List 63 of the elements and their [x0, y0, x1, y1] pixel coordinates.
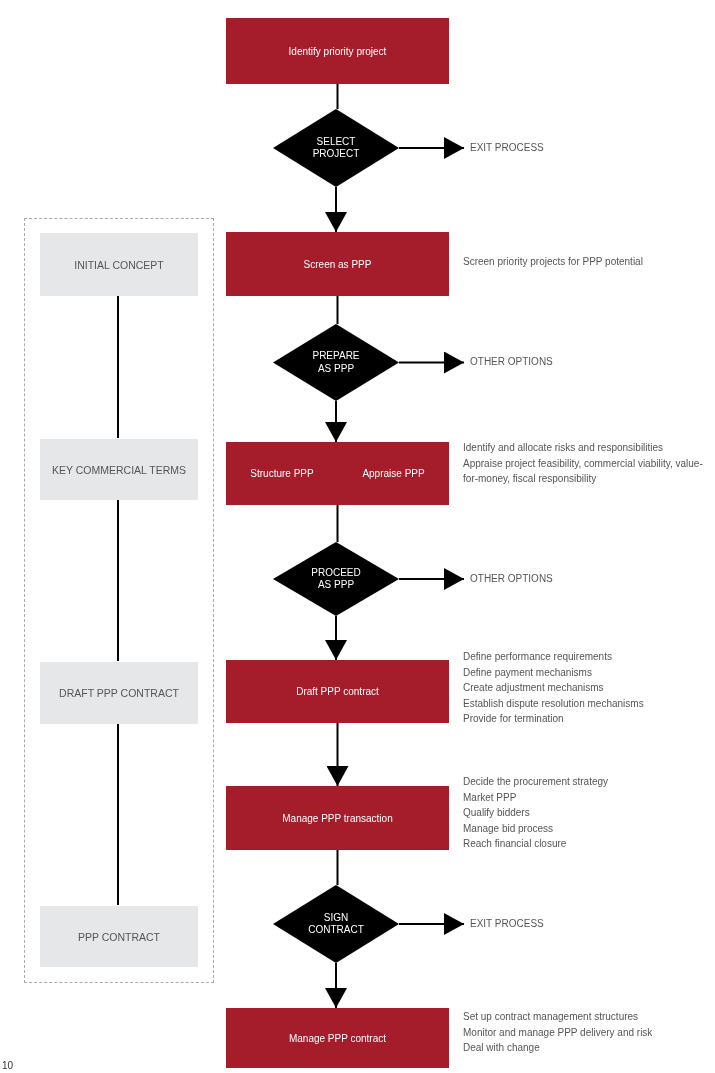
connector-arrow [325, 615, 347, 661]
step-description: Identify and allocate risks and responsibilities [463, 441, 665, 455]
connector-arrow [325, 186, 347, 233]
step-label: Manage PPP contract [288, 1032, 387, 1044]
step-description: Decide the procurement strategy [463, 775, 610, 789]
page-number: 10 [2, 1060, 14, 1071]
step-description: Manage bid process [463, 821, 555, 836]
step-description: Deal with change [463, 1041, 541, 1055]
phase-label: DRAFT PPP CONTRACT [59, 687, 179, 699]
process-box [226, 1008, 449, 1068]
connector-line [336, 83, 339, 110]
phase-box [40, 662, 198, 724]
decision-label: PROCEED AS PPP [310, 566, 362, 592]
step-description: Appraise project feasibility, commercial viability, value-for-money, fiscal responsibility [463, 456, 704, 486]
step-description: Provide for termination [463, 712, 565, 726]
step-description: Set up contract management structures [463, 1010, 640, 1024]
phase-box [40, 439, 198, 500]
step-description: Monitor and manage PPP delivery and risk [463, 1025, 654, 1040]
decision-label: SIGN CONTRACT [307, 911, 365, 937]
step-description: Define performance requirements [463, 650, 613, 664]
step-label: Draft PPP contract [296, 686, 379, 697]
process-box [226, 442, 449, 505]
process-box [226, 786, 449, 850]
outcome-label: EXIT PROCESS [470, 914, 580, 934]
outcome-label: EXIT PROCESS [470, 138, 580, 158]
connector-line [336, 504, 339, 543]
step-label: Screen as PPP [303, 258, 372, 270]
phase-label: INITIAL CONCEPT [74, 258, 164, 271]
phase-label: PPP CONTRACT [77, 930, 161, 943]
connector-line [336, 295, 339, 325]
phase-group-frame [24, 218, 214, 983]
connector-line [117, 498, 119, 662]
connector-arrow [398, 351, 465, 374]
connector-arrow [398, 913, 465, 935]
phase-label: KEY COMMERCIAL TERMS [52, 463, 186, 476]
decision-label: PREPARE AS PPP [311, 350, 361, 375]
outcome-label: OTHER OPTIONS [470, 346, 580, 378]
step-label: Structure PPP [250, 468, 314, 479]
connector-arrow [325, 400, 347, 443]
step-description: Establish dispute resolution mechanisms [463, 696, 645, 711]
process-box [226, 232, 449, 296]
step-label: Manage PPP transaction [282, 812, 393, 824]
phase-box [40, 906, 198, 967]
step-description: Define payment mechanisms [463, 665, 593, 680]
connector-line [336, 849, 339, 886]
step-label: Appraise PPP [362, 468, 425, 479]
step-description: Reach financial closure [463, 837, 568, 851]
connector-line [117, 294, 119, 439]
step-description: Market PPP [463, 790, 518, 805]
process-box [226, 660, 449, 723]
connector-arrow [398, 568, 465, 590]
outcome-label: OTHER OPTIONS [470, 563, 580, 595]
step-description: Create adjustment mechanisms [463, 681, 605, 695]
decision-label: SELECT PROJECT [311, 135, 361, 161]
step-description: Screen priority projects for PPP potential [463, 255, 644, 269]
process-box [226, 18, 449, 84]
connector-arrow [398, 137, 465, 159]
step-label: Identify priority project [288, 45, 387, 57]
phase-box [40, 233, 198, 296]
connector-line [117, 722, 119, 906]
connector-arrow [326, 722, 349, 787]
connector-arrow [325, 962, 347, 1009]
step-description: Qualify bidders [463, 806, 531, 820]
